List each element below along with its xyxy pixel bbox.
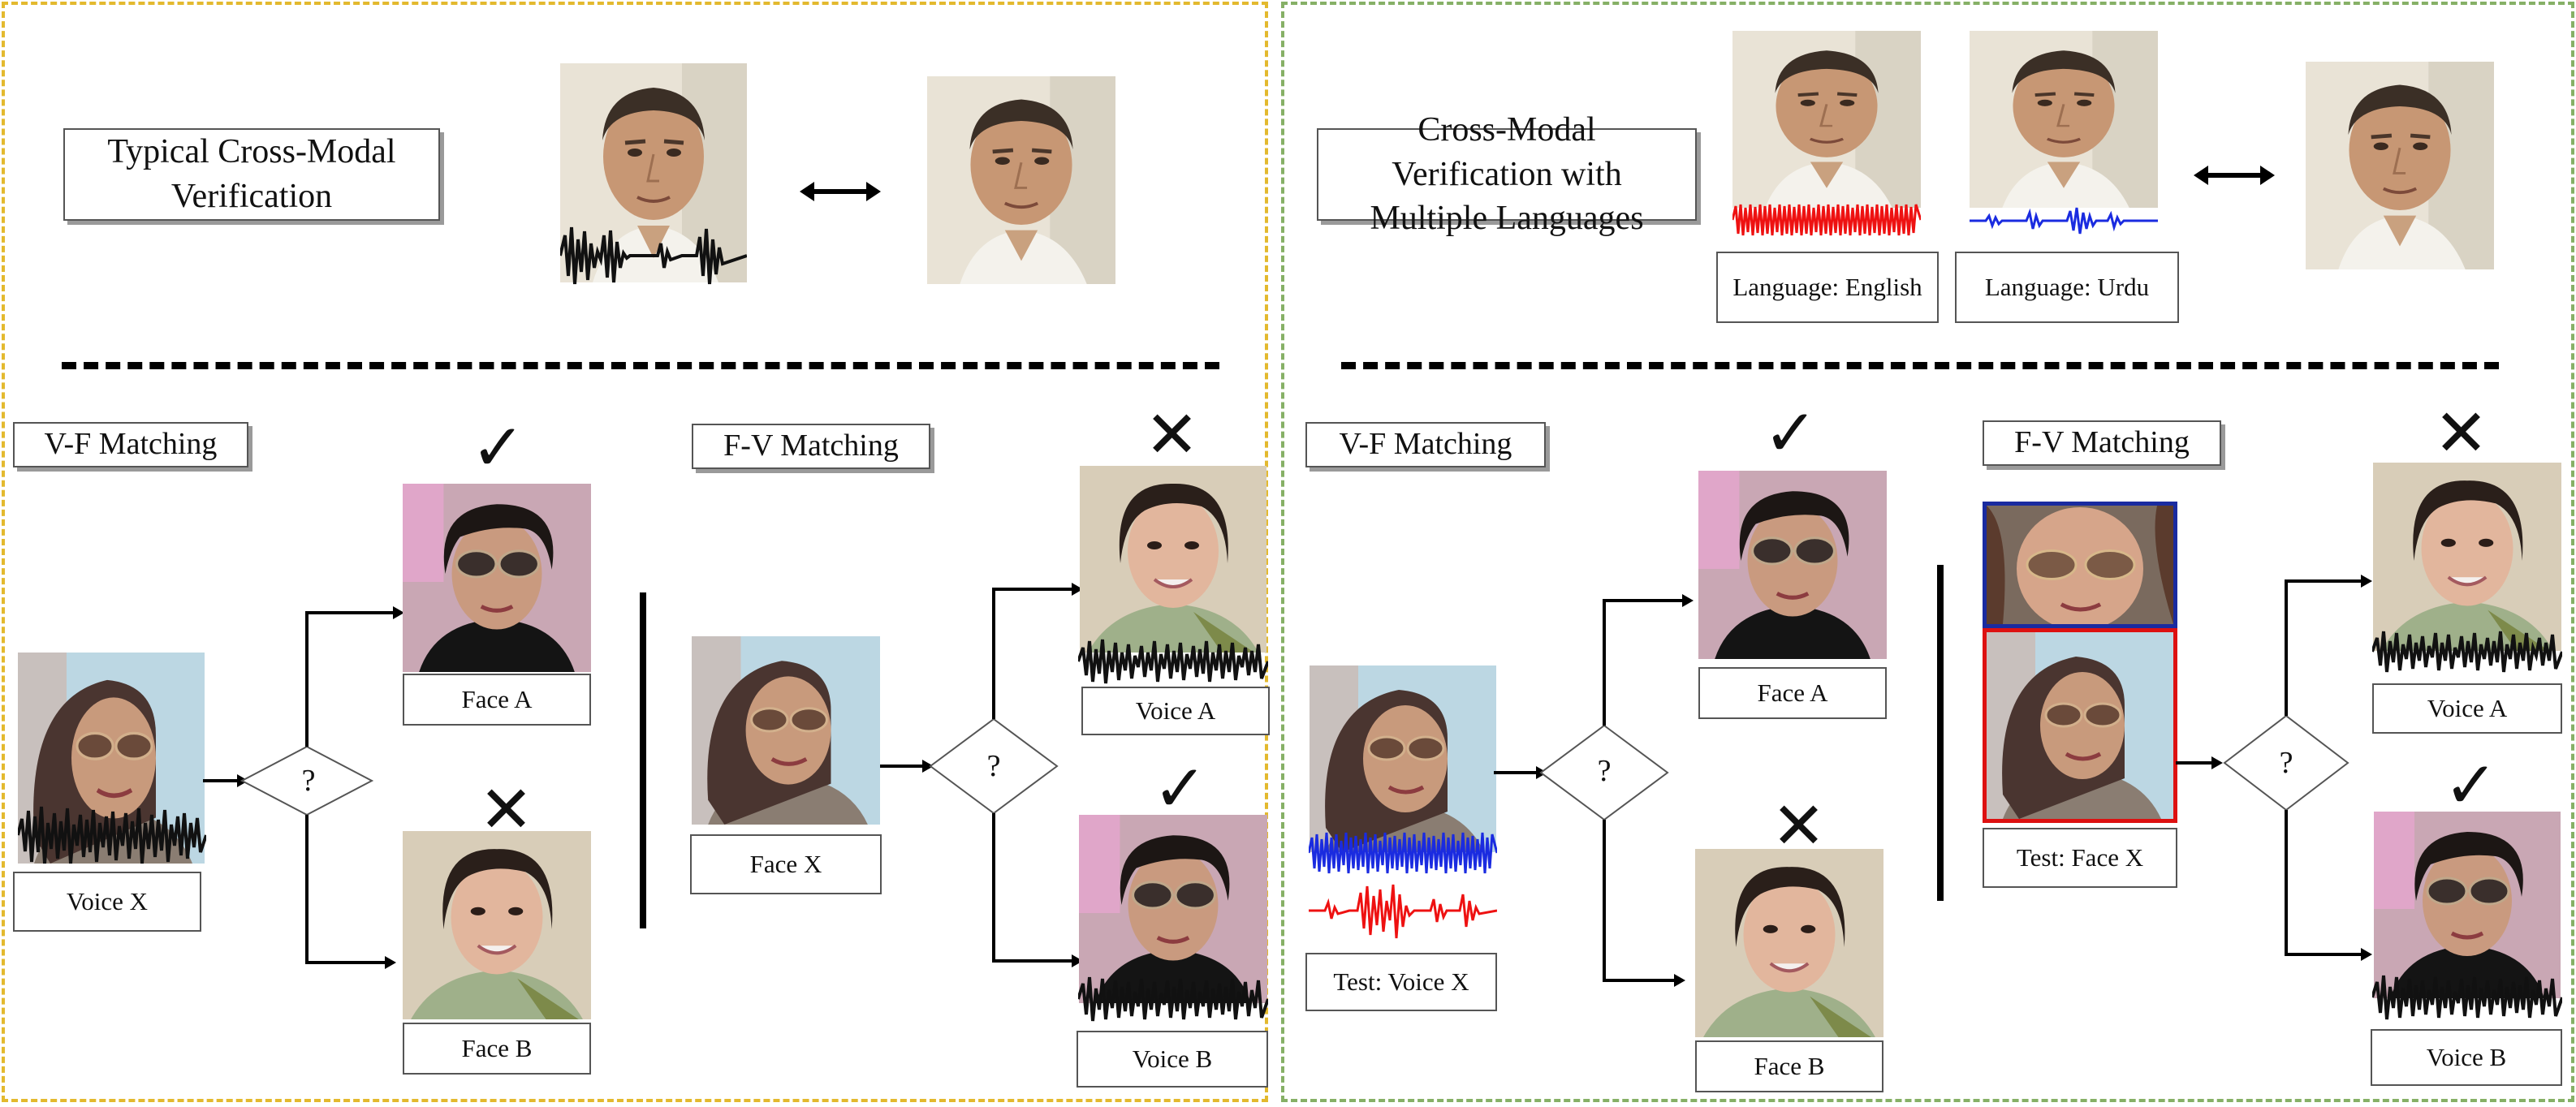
voice-waveform [18,806,206,864]
english-voice-waveform [1732,204,1921,236]
cross-icon: ✕ [1145,397,1200,472]
right-voice-x-photo [1309,665,1497,852]
right-fv-voice-a-caption: Voice A [2372,683,2562,734]
left-vf-title: V-F Matching [13,422,248,467]
right-fv-decision-label: ? [2279,746,2293,780]
left-fv-query-caption: Face X [690,834,882,894]
english-speaker-photo [1732,31,1921,208]
voice-waveform [1078,639,1268,684]
left-vertical-divider [640,592,646,928]
right-fv-query-caption: Test: Face X [1983,828,2177,888]
voice-waveform [2372,631,2562,673]
right-vertical-divider [1937,565,1944,901]
voice-waveform [2372,975,2562,1020]
left-fv-voice-a-caption: Voice A [1081,687,1270,735]
right-fv-face-x-photo [1983,628,2177,823]
left-fv-title: F-V Matching [692,424,930,469]
man-photo [2306,62,2494,269]
right-vf-face-b-caption: Face B [1695,1040,1883,1092]
right-separator [1341,362,2499,369]
right-fv-title: F-V Matching [1983,420,2221,466]
double-arrow-icon [800,182,881,201]
urdu-voice-waveform [1970,207,2158,235]
right-title: Cross-Modal Verification with Multiple L… [1317,111,1697,237]
left-vf-face-b-caption: Face B [403,1023,591,1075]
left-fv-voice-b-caption: Voice B [1077,1031,1268,1088]
right-vf-query-caption: Test: Voice X [1305,953,1497,1011]
left-fv-flow-diagram [880,583,1083,967]
checkmark-icon: ✓ [1153,751,1208,826]
checkmark-icon: ✓ [2444,747,2499,823]
checkmark-icon: ✓ [1763,395,1819,471]
cross-icon: ✕ [1771,788,1827,864]
right-vf-face-b-photo [1695,849,1883,1037]
left-vf-face-a-caption: Face A [403,674,591,726]
blue-voice-waveform [1309,832,1497,874]
man-photo [927,76,1115,284]
left-vf-query-caption: Voice X [13,872,201,932]
left-title: Typical Cross-Modal Verification [63,128,440,221]
urdu-speaker-photo [1970,31,2158,208]
left-fv-decision-label: ? [986,749,1001,783]
right-fv-flow-diagram [2176,575,2372,961]
left-fv-voice-a-photo [1078,466,1268,653]
right-vf-decision-label: ? [1597,754,1612,788]
language-english-caption: Language: English [1716,252,1939,323]
left-vf-face-b-photo [403,831,591,1019]
right-vf-face-a-photo [1698,471,1887,659]
checkmark-icon: ✓ [471,410,526,485]
left-vf-flow-diagram [203,606,404,969]
left-separator [62,362,1219,369]
voice-waveform [560,226,747,285]
left-vf-face-a-photo [403,484,591,672]
cross-icon: ✕ [2434,395,2489,471]
right-fv-voice-a-photo [2372,463,2562,651]
left-fv-face-x-photo [692,636,880,825]
right-fv-voice-b-caption: Voice B [2371,1029,2562,1086]
double-arrow-icon [2194,166,2275,185]
right-fv-reference-face-photo [1983,502,2177,628]
language-urdu-caption: Language: Urdu [1955,252,2179,323]
right-vf-face-a-caption: Face A [1698,667,1887,719]
voice-waveform [1078,976,1268,1022]
red-voice-waveform [1309,884,1497,939]
right-vf-flow-diagram [1494,594,1694,987]
right-vf-title: V-F Matching [1305,422,1546,467]
left-vf-decision-label: ? [301,764,316,798]
right-panel-frame [1281,2,2574,1102]
